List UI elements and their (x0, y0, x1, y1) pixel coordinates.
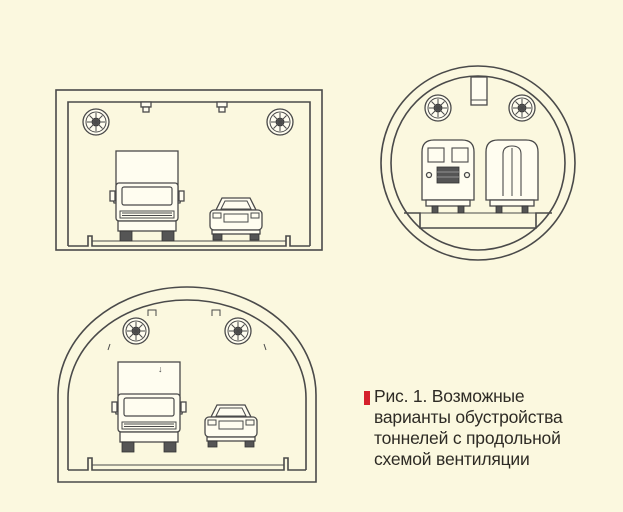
ceiling-fixture-icon (140, 101, 152, 113)
train-icon (421, 139, 475, 214)
ceiling-fixture-icon (216, 101, 228, 113)
jet-fan-icon (224, 317, 252, 345)
figure-caption: Рис. 1. Возможные варианты обустройства … (364, 386, 619, 470)
jet-fan-icon (122, 317, 150, 345)
jet-fan-icon (508, 94, 536, 122)
jet-fan-icon (266, 108, 294, 136)
caption-marker (364, 391, 370, 405)
jet-fan-icon (424, 94, 452, 122)
truck-icon (111, 361, 187, 453)
car-icon (209, 197, 263, 241)
jet-fan-icon (82, 108, 110, 136)
circular-tunnel (380, 65, 576, 261)
caption-text: Рис. 1. Возможные варианты обустройства … (374, 386, 563, 469)
arched-tunnel: ↓ (57, 286, 317, 483)
truck-icon (109, 150, 185, 242)
rectangular-tunnel (55, 89, 323, 251)
svg-text:↓: ↓ (158, 364, 163, 374)
car-icon (204, 404, 258, 448)
train-icon (485, 139, 539, 214)
